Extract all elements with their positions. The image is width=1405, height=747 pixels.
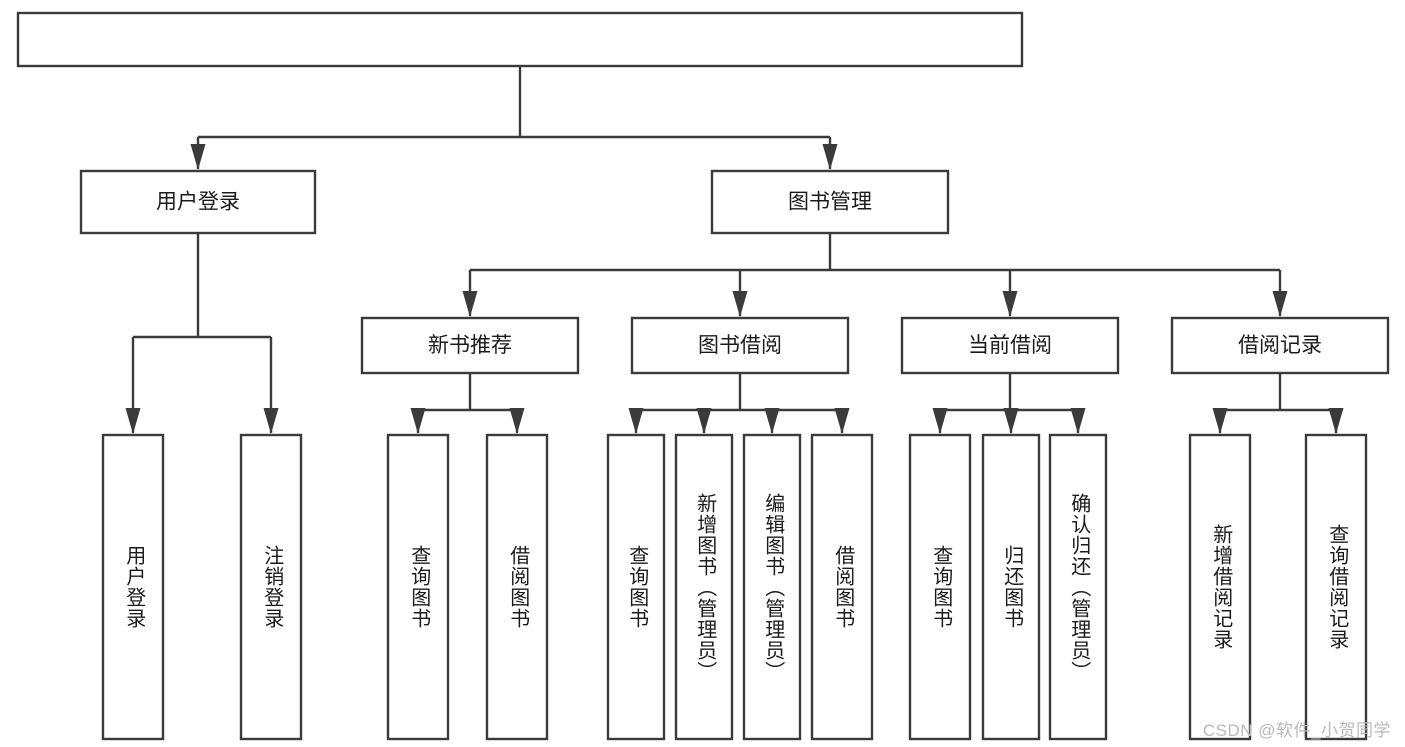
boxes-layer bbox=[16, 11, 1390, 741]
node-box-borrow-record[interactable] bbox=[1170, 316, 1390, 375]
node-box-root[interactable] bbox=[16, 11, 1024, 68]
node-box-leaf-user-login[interactable] bbox=[101, 433, 165, 741]
node-label-current-borrow: 当前借阅 bbox=[968, 334, 1052, 357]
node-box-leaf-rec-add[interactable] bbox=[1188, 433, 1252, 741]
node-box-leaf-user-logout[interactable] bbox=[239, 433, 303, 741]
connectors-layer bbox=[125, 66, 1344, 434]
arrow-to-leaf-cur-query bbox=[932, 408, 948, 434]
node-box-leaf-rec-query[interactable] bbox=[386, 433, 450, 741]
arrow-to-new-book-rec bbox=[462, 291, 478, 317]
arrow-to-leaf-rec-borrow bbox=[509, 408, 525, 434]
node-box-leaf-borrow-lend[interactable] bbox=[810, 433, 874, 741]
arrow-to-leaf-borrow-query bbox=[628, 408, 644, 434]
arrow-to-leaf-borrow-add bbox=[696, 408, 712, 434]
arrow-to-current-borrow bbox=[1002, 291, 1018, 317]
arrow-to-borrow-record bbox=[1272, 291, 1288, 317]
arrow-to-leaf-cur-return bbox=[1003, 408, 1019, 434]
arrow-to-leaf-user-login bbox=[125, 408, 141, 434]
arrow-to-leaf-rec-add bbox=[1212, 408, 1228, 434]
node-box-leaf-rec-borrow[interactable] bbox=[485, 433, 549, 741]
node-box-leaf-cur-confirm[interactable] bbox=[1048, 433, 1108, 741]
arrow-to-leaf-rec-query bbox=[410, 408, 426, 434]
node-box-user-login[interactable] bbox=[79, 169, 317, 235]
node-box-book-borrow[interactable] bbox=[630, 316, 850, 375]
node-label-borrow-record: 借阅记录 bbox=[1238, 334, 1322, 357]
node-box-leaf-borrow-edit[interactable] bbox=[742, 433, 802, 741]
node-box-leaf-rec-query-record[interactable] bbox=[1304, 433, 1368, 741]
arrow-to-leaf-borrow-edit bbox=[764, 408, 780, 434]
arrow-to-leaf-cur-confirm bbox=[1070, 408, 1086, 434]
node-label-book-borrow: 图书借阅 bbox=[698, 334, 782, 357]
node-box-book-manage[interactable] bbox=[710, 169, 950, 235]
node-box-leaf-cur-query[interactable] bbox=[908, 433, 972, 741]
node-box-leaf-cur-return[interactable] bbox=[981, 433, 1041, 741]
arrow-to-book-borrow bbox=[732, 291, 748, 317]
node-box-current-borrow[interactable] bbox=[900, 316, 1120, 375]
node-box-leaf-borrow-query[interactable] bbox=[606, 433, 666, 741]
node-label-user-login: 用户登录 bbox=[156, 191, 240, 214]
arrow-to-leaf-user-logout bbox=[263, 408, 279, 434]
node-box-leaf-borrow-add[interactable] bbox=[674, 433, 734, 741]
arrow-to-user-login bbox=[190, 144, 206, 170]
node-box-new-book-rec[interactable] bbox=[360, 316, 580, 375]
node-label-book-manage: 图书管理 bbox=[788, 191, 872, 214]
arrow-to-leaf-rec-query-record bbox=[1328, 408, 1344, 434]
arrow-to-leaf-borrow-lend bbox=[834, 408, 850, 434]
arrow-to-book-manage bbox=[822, 144, 838, 170]
node-label-new-book-rec: 新书推荐 bbox=[428, 334, 512, 357]
